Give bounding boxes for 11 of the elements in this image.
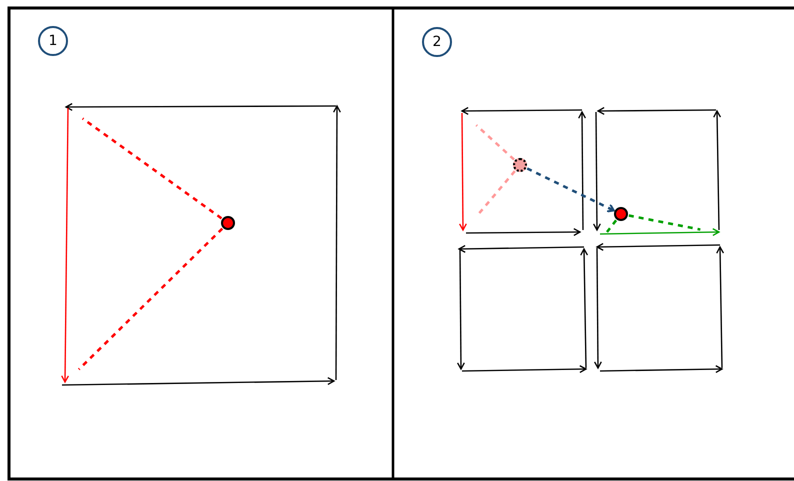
- point-marker: [614, 207, 628, 221]
- dashed-line: [78, 228, 224, 370]
- dashed-arrow: [526, 167, 615, 212]
- step-number: 2: [422, 27, 452, 57]
- dashed-line: [82, 117, 222, 220]
- point-marker: [513, 158, 527, 172]
- step-number: 1: [38, 26, 68, 56]
- dashed-line: [628, 214, 701, 231]
- dashed-line: [606, 220, 618, 233]
- point-marker: [221, 216, 235, 230]
- dashed-line: [475, 124, 515, 161]
